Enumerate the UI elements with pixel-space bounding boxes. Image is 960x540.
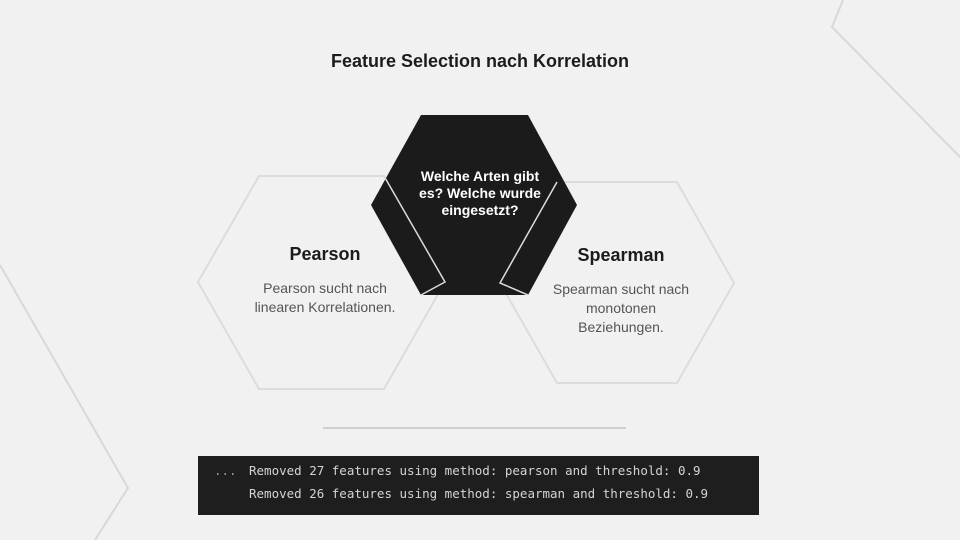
pearson-block: Pearson Pearson sucht nach linearen Korr…	[246, 244, 404, 317]
center-question: Welche Arten gibt es? Welche wurde einge…	[419, 168, 541, 218]
spearman-block: Spearman Spearman sucht nach monotonen B…	[546, 245, 696, 337]
console-line: Removed 27 features using method: pearso…	[249, 463, 701, 478]
bg-line-left	[0, 264, 130, 540]
bg-line-right	[830, 0, 960, 158]
spearman-hexagon-overlap-edge	[498, 181, 558, 296]
pearson-hexagon-overlap-edge	[383, 175, 447, 296]
divider	[323, 427, 626, 429]
console-line: Removed 26 features using method: spearm…	[249, 486, 709, 501]
center-hexagon	[371, 115, 577, 295]
spearman-description: Spearman sucht nach monotonen Beziehunge…	[552, 281, 690, 335]
pearson-title: Pearson	[289, 244, 361, 264]
page-title: Feature Selection nach Korrelation	[330, 51, 630, 71]
console-output: ... Removed 27 features using method: pe…	[198, 456, 759, 515]
console-prompt: ...	[214, 463, 237, 478]
spearman-title: Spearman	[577, 245, 665, 265]
pearson-description: Pearson sucht nach linearen Korrelatione…	[254, 280, 396, 315]
